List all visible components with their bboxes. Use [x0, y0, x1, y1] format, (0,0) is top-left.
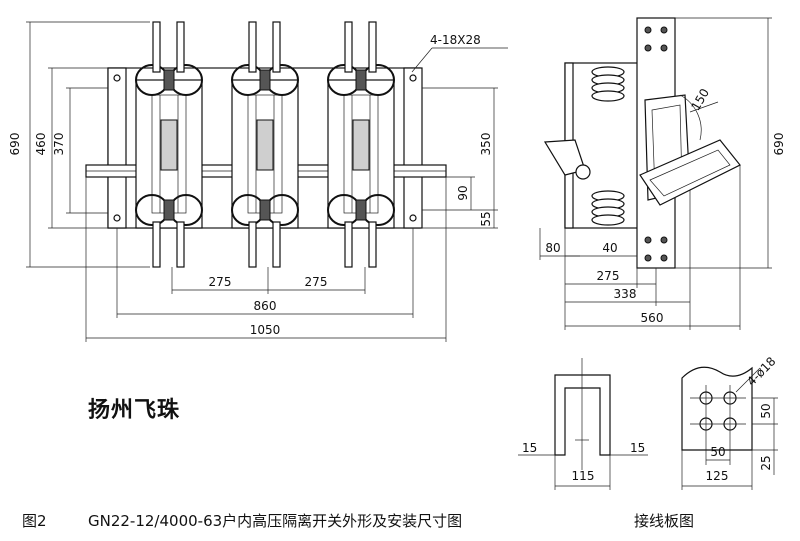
front-pitch-left: 275	[209, 275, 232, 289]
hole-note-leader	[411, 47, 433, 73]
flat-plate-dim-25: 25	[759, 455, 773, 470]
side-dim-40: 40	[602, 241, 617, 255]
u-plate-view	[518, 358, 648, 490]
brand-label: 扬州飞珠	[88, 398, 181, 423]
side-dim-560: 560	[641, 311, 664, 325]
front-width-1050: 1050	[250, 323, 281, 337]
upper-insulator	[591, 66, 625, 102]
right-mount-plate	[403, 67, 423, 229]
front-height-90: 90	[456, 185, 470, 200]
front-height-350: 350	[479, 133, 493, 156]
front-width-860: 860	[254, 299, 277, 313]
figure-title: GN22-12/4000-63户内高压隔离开关外形及安装尺寸图	[88, 512, 463, 530]
u-plate	[554, 374, 611, 456]
pole-1	[135, 21, 203, 268]
front-height-690: 690	[8, 133, 22, 156]
flat-plate-dim-50-h: 50	[710, 445, 725, 459]
front-horizontal-dimensions	[85, 177, 447, 342]
u-plate-width-115: 115	[572, 469, 595, 483]
u-plate-right-15: 15	[630, 441, 645, 455]
connection-plate-title: 接线板图	[634, 512, 695, 530]
side-view	[539, 17, 772, 330]
side-dim-80: 80	[545, 241, 560, 255]
front-view	[26, 21, 508, 342]
flat-plate-dim-50-v: 50	[759, 403, 773, 418]
flat-plate-view	[681, 366, 778, 490]
side-dim-338: 338	[614, 287, 637, 301]
front-height-370: 370	[52, 133, 66, 156]
side-radius-label: 150	[688, 86, 712, 113]
pole-3	[327, 21, 395, 268]
side-dim-275: 275	[597, 269, 620, 283]
left-mount-plate	[107, 67, 127, 229]
front-pitch-right: 275	[305, 275, 328, 289]
figure-label: 图2	[22, 512, 47, 530]
side-height-690: 690	[772, 133, 786, 156]
flat-plate-width-125: 125	[706, 469, 729, 483]
front-height-55: 55	[479, 211, 493, 226]
pole-2	[231, 21, 299, 268]
u-plate-left-15: 15	[522, 441, 537, 455]
hole-note-label: 4-18X28	[430, 33, 481, 47]
front-right-dimensions	[422, 87, 498, 229]
front-height-460: 460	[34, 133, 48, 156]
radius-arc	[679, 94, 702, 141]
flat-plate	[681, 366, 753, 451]
front-vertical-dimensions	[26, 21, 150, 268]
lower-insulator	[591, 190, 625, 226]
